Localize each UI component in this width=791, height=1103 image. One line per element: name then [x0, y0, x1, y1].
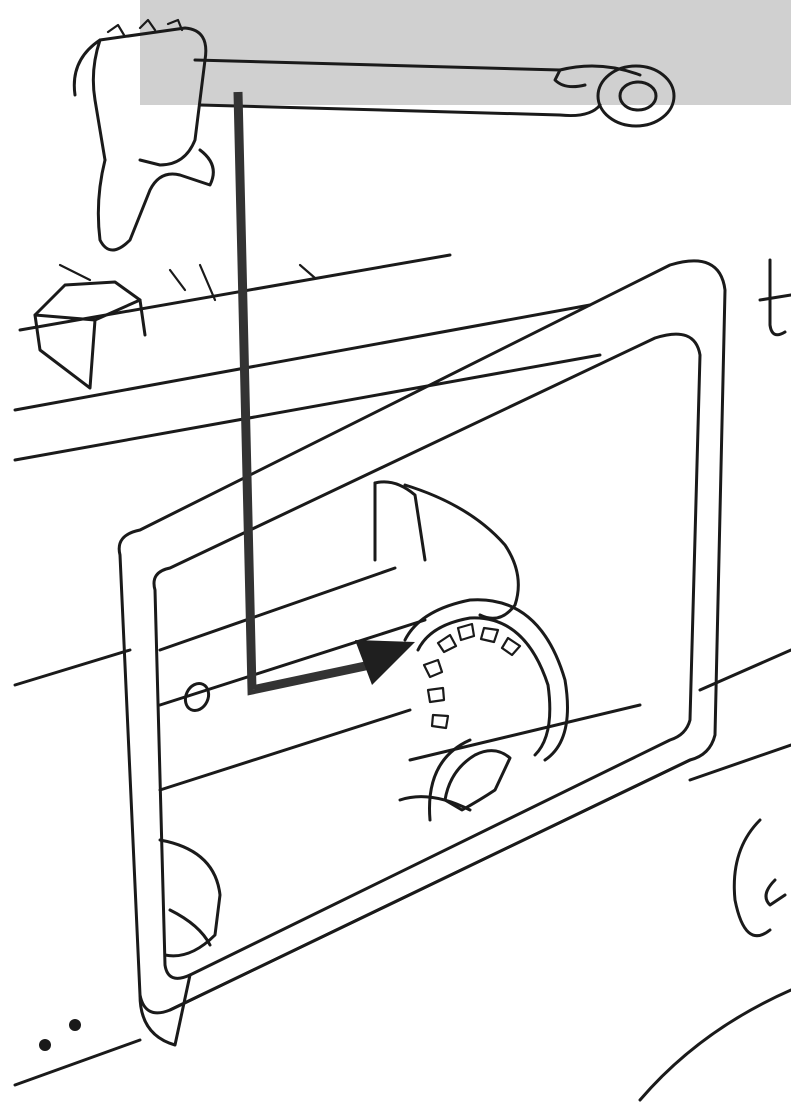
- watermark-band: [140, 0, 791, 105]
- splined-socket: [405, 600, 568, 820]
- dot-2: [69, 1019, 81, 1031]
- machine-body: [15, 255, 791, 1100]
- dot-1: [39, 1039, 51, 1051]
- small-screw: [181, 680, 213, 715]
- cover-opening: [119, 261, 725, 1045]
- arrow-head: [355, 640, 415, 685]
- watermark: [140, 0, 791, 105]
- callout-arrow: [238, 92, 415, 690]
